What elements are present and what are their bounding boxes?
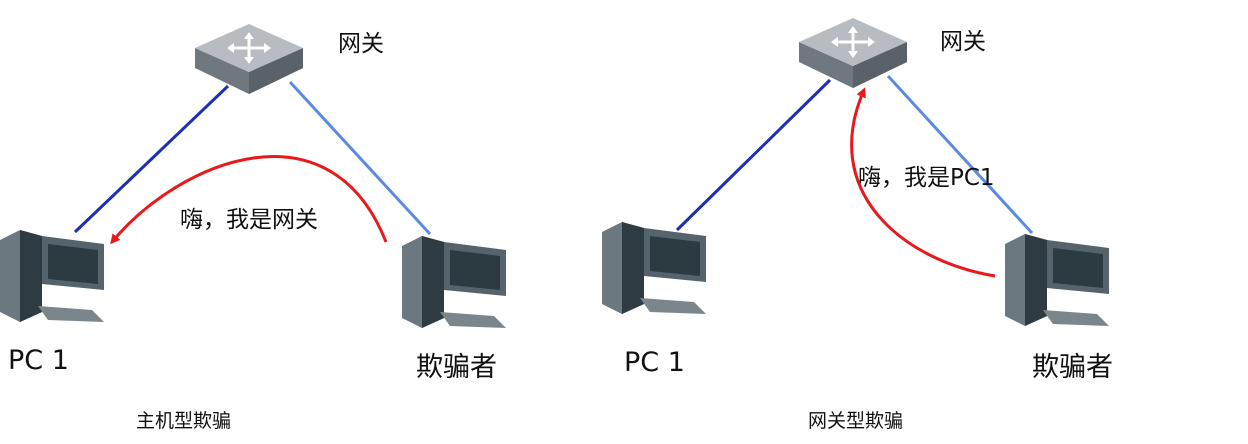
left-pc-computer-icon — [0, 230, 104, 322]
right-link-gateway-attacker — [886, 74, 1034, 235]
right-pc-label: PC 1 — [624, 347, 685, 378]
left-gateway-router-icon — [195, 24, 303, 94]
left-spoof-arrow — [110, 155, 388, 245]
left-diagram-caption: 主机型欺骗 — [136, 410, 232, 432]
right-gateway-router-icon — [799, 18, 907, 88]
right-pc-computer-icon — [602, 222, 706, 314]
left-attacker-label: 欺骗者 — [416, 352, 497, 383]
right-spoof-arrow — [850, 87, 996, 278]
left-spoof-message: 嗨，我是网关 — [180, 207, 318, 233]
right-diagram-caption: 网关型欺骗 — [808, 410, 904, 432]
left-link-gateway-pc — [73, 84, 230, 234]
right-link-gateway-pc — [675, 78, 832, 232]
right-attacker-computer-icon — [1005, 234, 1109, 326]
left-attacker-computer-icon — [402, 236, 506, 328]
right-gateway-label: 网关 — [940, 29, 986, 55]
left-gateway-label: 网关 — [338, 31, 384, 57]
right-spoof-message: 嗨，我是PC1 — [858, 165, 995, 191]
left-pc-label: PC 1 — [8, 345, 69, 376]
right-attacker-label: 欺骗者 — [1032, 352, 1113, 383]
left-link-gateway-attacker — [288, 80, 432, 236]
